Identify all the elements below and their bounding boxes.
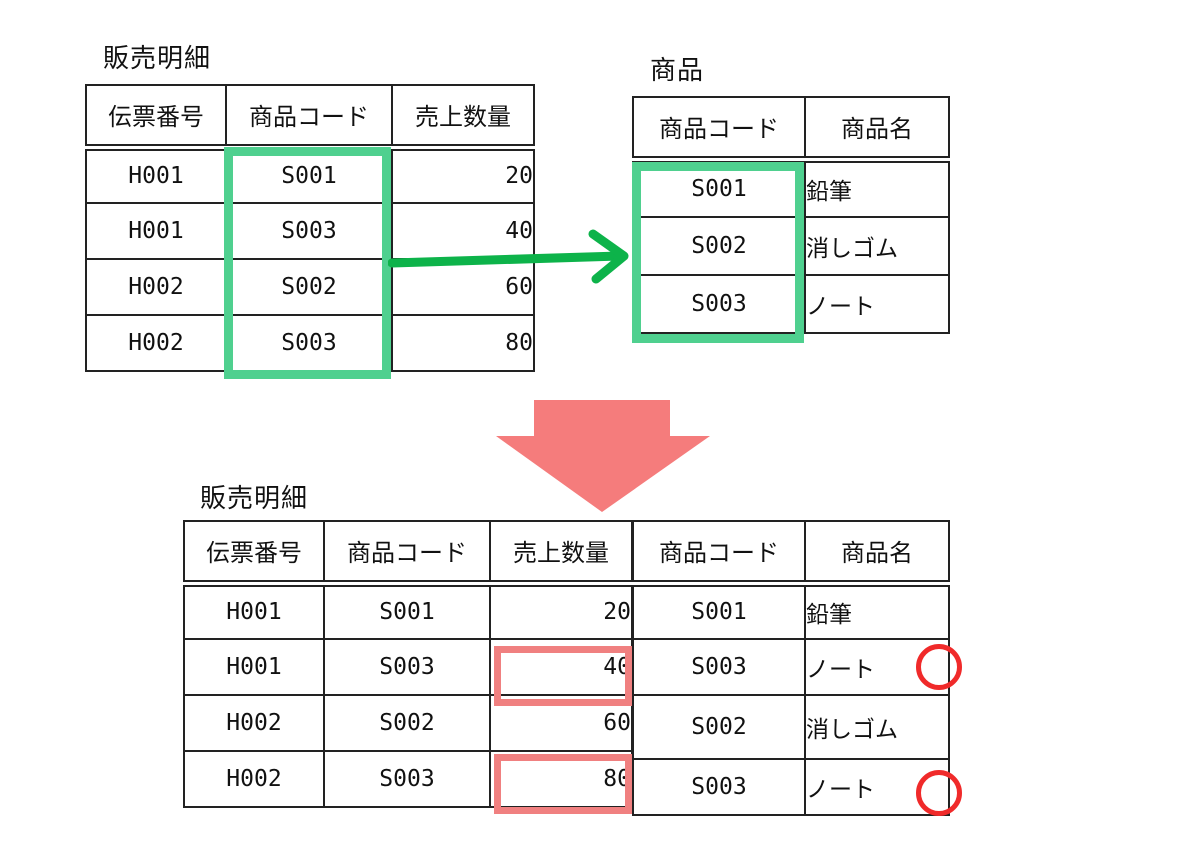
table-row: H002 S002 60: [183, 694, 633, 752]
cell-code: S003: [225, 314, 393, 372]
cell-qty: 80: [391, 314, 535, 372]
cell-qty: 20: [489, 582, 633, 640]
cell-name: 消しゴム: [804, 694, 950, 760]
cell-slip: H002: [183, 750, 325, 808]
top-sales-table: 伝票番号 商品コード 売上数量 H001 S001 20 H001 S003 4…: [85, 84, 535, 372]
cell-code: S003: [323, 750, 491, 808]
cell-code: S003: [632, 758, 806, 816]
bottom-product-table: 商品コード 商品名 S001 鉛筆 S003 ノート S002 消しゴム S00…: [632, 520, 950, 816]
table-row: S003 ノート: [632, 274, 950, 334]
top-sales-title: 販売明細: [103, 44, 212, 74]
cell-code: S001: [632, 158, 806, 218]
cell-code: S002: [225, 258, 393, 316]
cell-slip: H001: [183, 582, 325, 640]
cell-slip: H001: [183, 638, 325, 696]
table-row: H001 S001 20: [183, 582, 633, 640]
bottom-sales-table: 伝票番号 商品コード 売上数量 H001 S001 20 H001 S003 4…: [183, 520, 633, 808]
cell-qty: 40: [489, 638, 633, 696]
cell-name: 消しゴム: [804, 216, 950, 276]
cell-slip: H002: [183, 694, 325, 752]
table-row: S003 ノート: [632, 758, 950, 816]
top-product-table: 商品コード 商品名 S001 鉛筆 S002 消しゴム S003 ノート: [632, 96, 950, 334]
table-row: H001 S001 20: [85, 146, 535, 204]
table-row: H001 S003 40: [183, 638, 633, 696]
table-row: S002 消しゴム: [632, 216, 950, 276]
table-row: H001 S003 40: [85, 202, 535, 260]
cell-slip: H001: [85, 146, 227, 204]
cell-qty: 40: [391, 202, 535, 260]
header-product-code: 商品コード: [632, 520, 806, 587]
cell-name: ノート: [804, 758, 950, 816]
table-row: S001 鉛筆: [632, 158, 950, 218]
cell-name: 鉛筆: [804, 158, 950, 218]
header-sales-quantity: 売上数量: [489, 520, 633, 587]
table-row: H002 S003 80: [183, 750, 633, 808]
header-product-code: 商品コード: [225, 84, 393, 151]
cell-code: S002: [323, 694, 491, 752]
cell-code: S001: [632, 582, 806, 640]
cell-slip: H001: [85, 202, 227, 260]
cell-code: S002: [632, 694, 806, 760]
header-sales-quantity: 売上数量: [391, 84, 535, 151]
cell-qty: 20: [391, 146, 535, 204]
cell-name: ノート: [804, 274, 950, 334]
cell-code: S003: [225, 202, 393, 260]
cell-code: S003: [632, 638, 806, 696]
bottom-sales-title: 販売明細: [200, 484, 309, 514]
header-product-name: 商品名: [804, 520, 950, 587]
cell-slip: H002: [85, 314, 227, 372]
header-slip-number: 伝票番号: [183, 520, 325, 587]
top-product-title: 商品: [650, 56, 705, 86]
cell-code: S002: [632, 216, 806, 276]
table-row: H002 S002 60: [85, 258, 535, 316]
header-product-code: 商品コード: [632, 96, 806, 163]
table-row: S002 消しゴム: [632, 694, 950, 760]
join-arrow: [388, 229, 629, 284]
header-product-code: 商品コード: [323, 520, 491, 587]
header-slip-number: 伝票番号: [85, 84, 227, 151]
table-row: S003 ノート: [632, 638, 950, 696]
down-arrow: [496, 400, 710, 512]
cell-slip: H002: [85, 258, 227, 316]
cell-code: S003: [323, 638, 491, 696]
cell-code: S001: [225, 146, 393, 204]
table-row: S001 鉛筆: [632, 582, 950, 640]
cell-code: S001: [323, 582, 491, 640]
cell-qty: 80: [489, 750, 633, 808]
header-product-name: 商品名: [804, 96, 950, 163]
cell-qty: 60: [489, 694, 633, 752]
table-row: H002 S003 80: [85, 314, 535, 372]
cell-name: 鉛筆: [804, 582, 950, 640]
cell-name: ノート: [804, 638, 950, 696]
cell-code: S003: [632, 274, 806, 334]
cell-qty: 60: [391, 258, 535, 316]
